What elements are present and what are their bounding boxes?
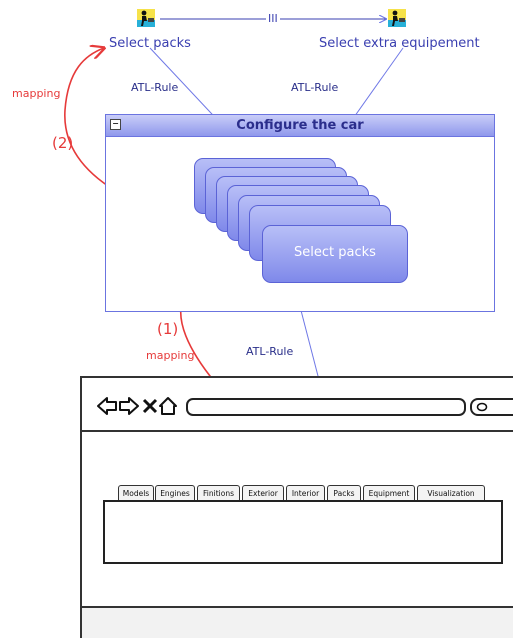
mapping-step-1: (1) xyxy=(157,320,179,338)
browser-toolbar xyxy=(82,378,513,432)
search-field[interactable] xyxy=(470,398,513,416)
select-packs-card[interactable]: Select packs xyxy=(262,225,408,283)
forward-arrow-icon xyxy=(119,397,139,415)
tab-visualization[interactable]: Visualization xyxy=(417,485,485,501)
atl-rule-label-left: ATL-Rule xyxy=(131,81,179,94)
task-operator-label: III xyxy=(266,12,280,25)
task-user-icon xyxy=(137,9,155,27)
atl-rule-label-right: ATL-Rule xyxy=(291,81,339,94)
browser-mockup: Models Engines Finitions Exterior Interi… xyxy=(80,376,513,638)
task-select-extra-label: Select extra equipement xyxy=(319,36,480,51)
mapping-label-top: mapping xyxy=(12,87,61,100)
browser-status-bar xyxy=(82,606,513,638)
stop-icon xyxy=(142,398,158,414)
panel-title-bar: − Configure the car xyxy=(106,115,494,137)
tab-models[interactable]: Models xyxy=(118,485,154,501)
tab-finitions[interactable]: Finitions xyxy=(197,485,240,501)
mapping-label-bottom: mapping xyxy=(146,349,195,362)
tab-interior[interactable]: Interior xyxy=(286,485,325,501)
search-icon xyxy=(476,402,488,412)
tab-equipment[interactable]: Equipment xyxy=(363,485,415,501)
collapse-icon[interactable]: − xyxy=(110,119,121,130)
tab-strip: Models Engines Finitions Exterior Interi… xyxy=(118,485,490,501)
task-user-icon xyxy=(388,9,406,27)
home-icon xyxy=(159,397,177,415)
tab-engines[interactable]: Engines xyxy=(155,485,195,501)
panel-title: Configure the car xyxy=(236,118,364,133)
tab-packs[interactable]: Packs xyxy=(327,485,361,501)
atl-rule-label-bottom: ATL-Rule xyxy=(246,345,294,358)
task-select-packs-label: Select packs xyxy=(109,36,191,51)
address-bar[interactable] xyxy=(186,398,466,416)
mapping-step-2: (2) xyxy=(52,134,74,152)
tab-exterior[interactable]: Exterior xyxy=(242,485,284,501)
back-arrow-icon xyxy=(97,397,117,415)
tab-content-panel xyxy=(103,500,503,564)
